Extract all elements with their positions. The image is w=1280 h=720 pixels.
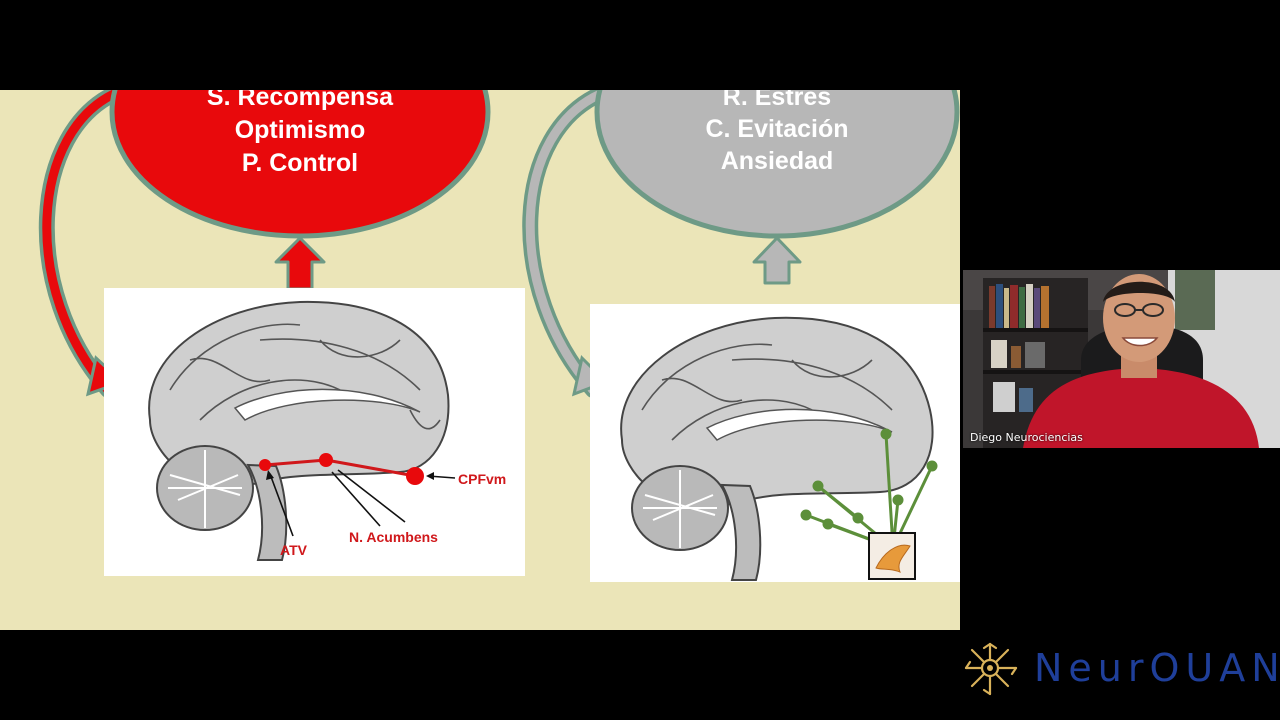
- acumbens-label: N. Acumbens: [349, 529, 438, 545]
- amygdala-network: [800, 428, 938, 550]
- cpfvm-label: CPFvm: [458, 471, 506, 487]
- left-oval-line-2: Optimismo: [235, 116, 366, 144]
- right-oval-line-2: C. Evitación: [705, 115, 848, 143]
- right-outcome-oval: [594, 90, 960, 239]
- right-oval-line-3: Ansiedad: [721, 147, 834, 175]
- right-brain-image: [590, 304, 960, 582]
- participant-person: [1023, 274, 1259, 448]
- left-oval-line-1: S. Recompensa: [207, 90, 394, 111]
- participant-name-label: Diego Neurociencias: [970, 431, 1083, 444]
- left-brain-image: CPFvm ATV N. Acumbens: [104, 288, 525, 576]
- bookshelf: [983, 284, 1088, 412]
- webcam-feed: [963, 270, 1280, 448]
- presentation-slide: S. Recompensa Optimismo P. Control: [0, 90, 960, 630]
- slide-diagram: S. Recompensa Optimismo P. Control: [38, 90, 960, 582]
- reward-pathway: [259, 453, 424, 485]
- left-outcome-oval: [109, 90, 491, 239]
- left-oval-line-3: P. Control: [242, 149, 358, 177]
- atv-label: ATV: [280, 542, 308, 558]
- right-up-arrow: [752, 236, 802, 285]
- left-up-arrow: [274, 236, 326, 291]
- brand-logo: NeurOUAN: [962, 640, 1280, 700]
- neuron-emblem-icon: [964, 642, 1018, 696]
- brand-name: NeurOUAN: [1034, 646, 1280, 690]
- shared-screen: S. Recompensa Optimismo P. Control: [0, 90, 960, 630]
- participant-video-tile[interactable]: Diego Neurociencias: [963, 270, 1280, 448]
- right-oval-line-1: R. Estres: [723, 90, 831, 111]
